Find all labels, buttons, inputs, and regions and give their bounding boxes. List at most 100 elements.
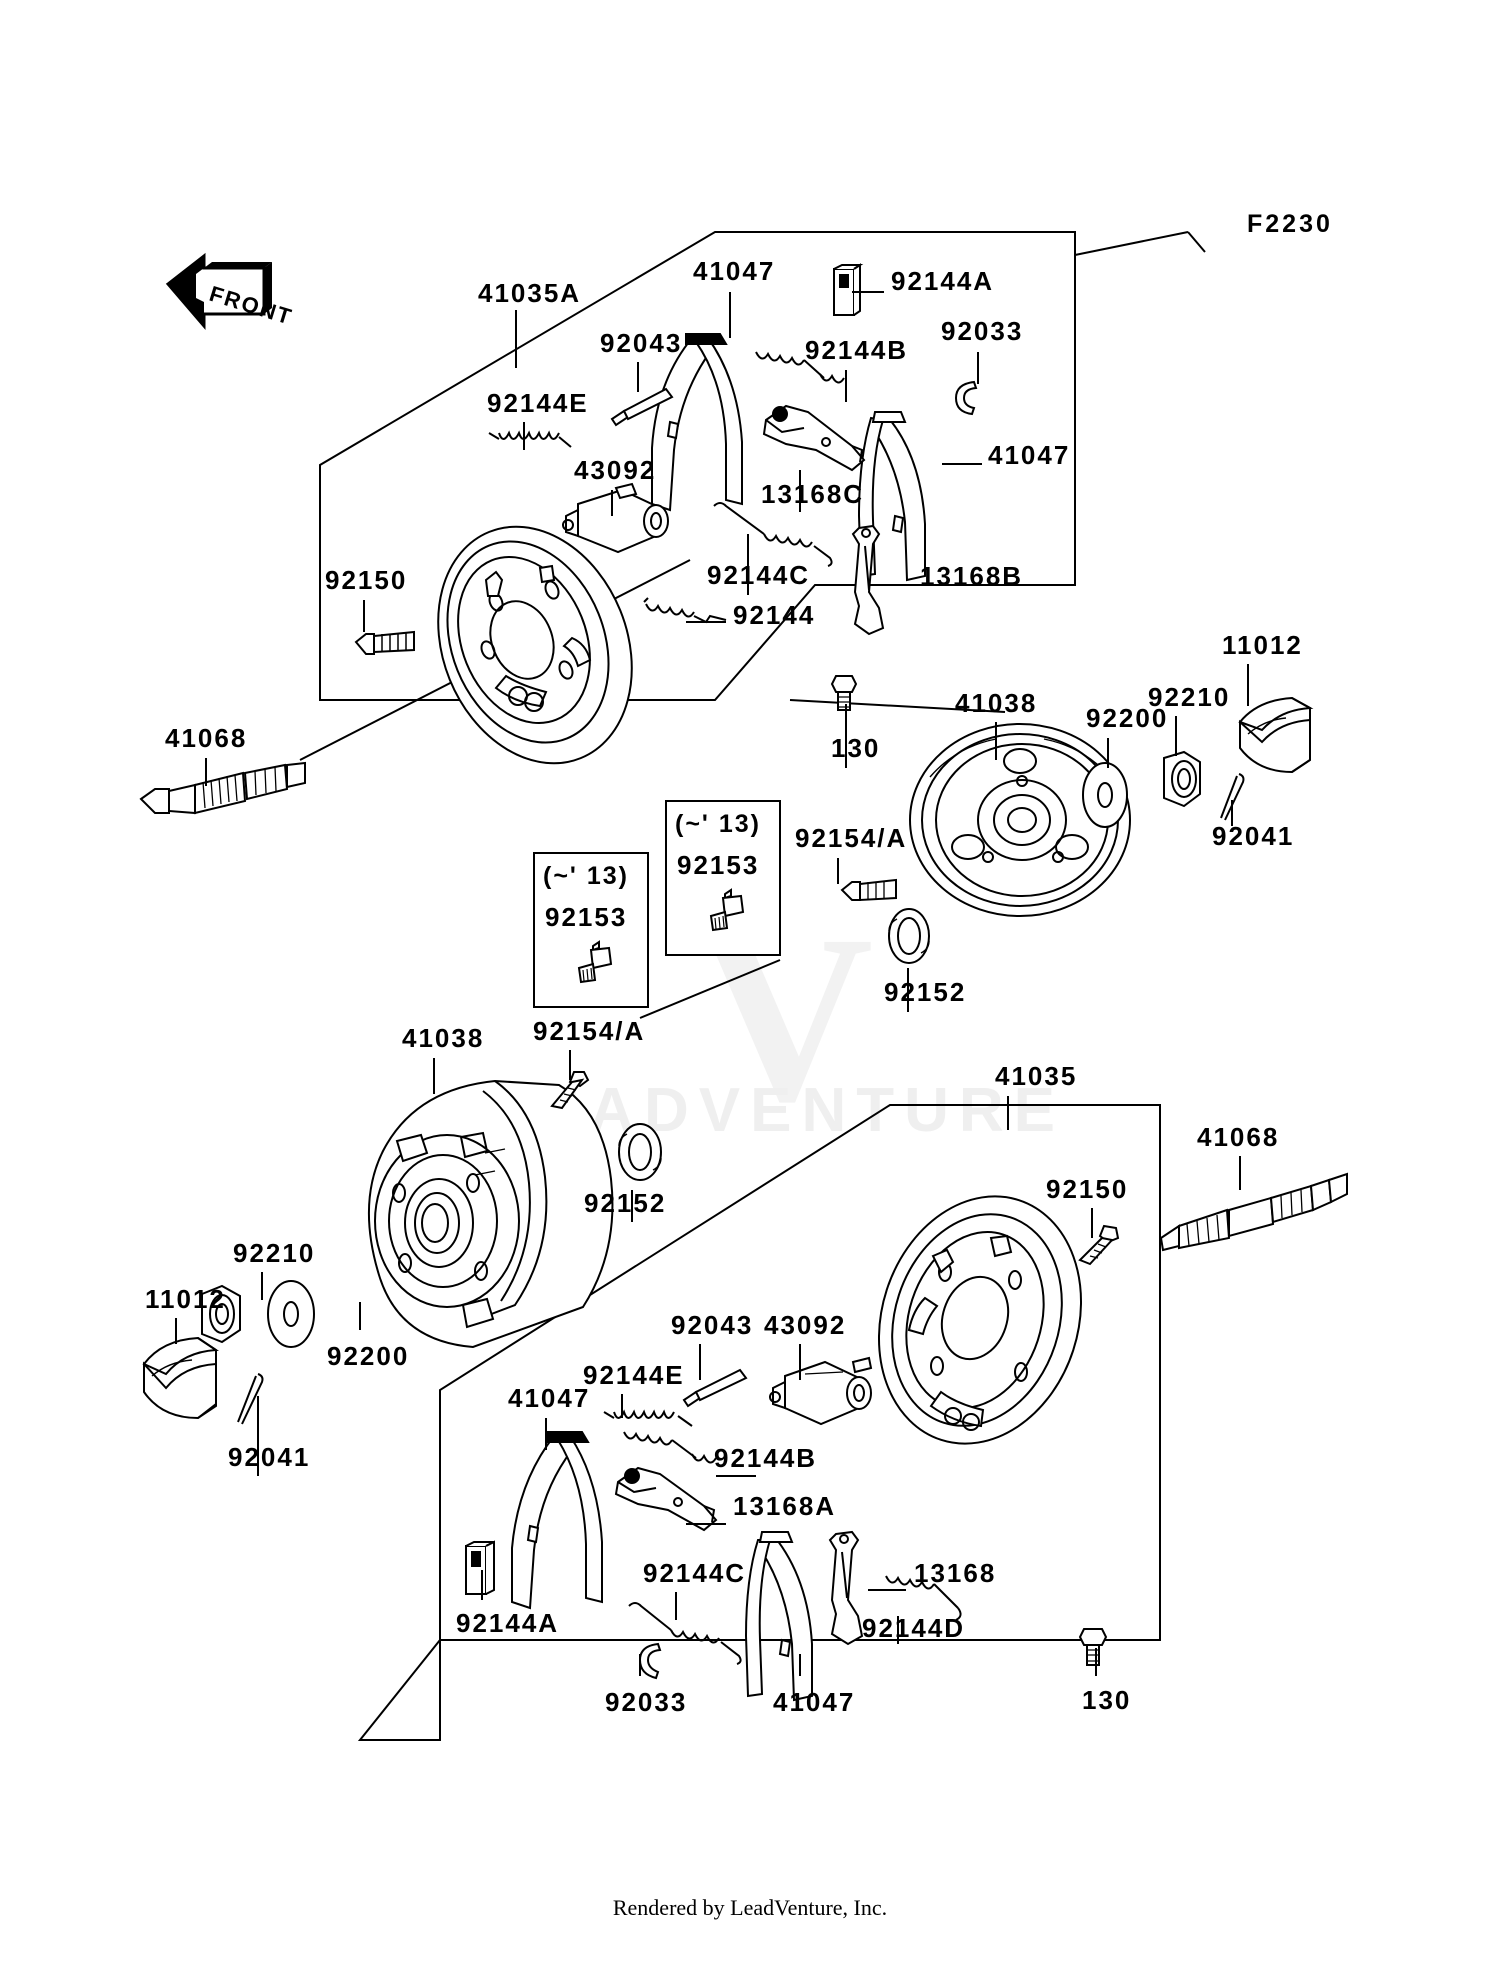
bolt-92154a-upper [840, 878, 897, 902]
label-92154A-lower: 92154/A [533, 1016, 646, 1046]
bolt-92043-lower [682, 1368, 748, 1408]
bolt-92150-lower [1078, 1224, 1120, 1266]
label-92144A-upper: 92144A [891, 266, 995, 296]
label-41068-lower: 41068 [1197, 1122, 1280, 1152]
label-92152-lower: 92152 [584, 1188, 667, 1218]
label-92150-lower: 92150 [1046, 1174, 1129, 1204]
brake-shoe-lower-right [744, 1531, 813, 1702]
label-92144C-upper: 92144C [707, 560, 811, 590]
year-note-box-1: (~' 13) 92153 [533, 852, 649, 1008]
spring-92144e-lower [603, 1409, 693, 1427]
year-note-2-part: 92153 [677, 850, 760, 880]
label-92041-upper: 92041 [1212, 821, 1295, 851]
adjuster-strut-13168 [828, 1530, 864, 1646]
year-note-1-year: (~' 13) [543, 862, 629, 890]
spring-92144-upper [643, 597, 727, 624]
bearing-92152-lower [618, 1123, 662, 1181]
label-92144E-lower: 92144E [583, 1360, 685, 1390]
label-41047-upper-right: 41047 [988, 440, 1071, 470]
nut-92210-lower [201, 1284, 241, 1344]
label-13168B: 13168B [920, 561, 1024, 591]
label-92200-upper: 92200 [1086, 703, 1169, 733]
label-92144E-upper: 92144E [487, 388, 589, 418]
label-92033-upper: 92033 [941, 316, 1024, 346]
adjuster-strut-13168b [851, 524, 885, 636]
label-41038-upper: 41038 [955, 688, 1038, 718]
washer-92200-lower [267, 1280, 315, 1348]
cap-11012-upper [1238, 696, 1314, 774]
label-13168A: 13168A [733, 1491, 837, 1521]
label-11012-lower: 11012 [145, 1284, 226, 1314]
label-41047-lower-left: 41047 [508, 1383, 591, 1413]
diagram-code: F2230 [1247, 210, 1333, 238]
clip-92144a-upper [833, 263, 864, 316]
bolt-92043-upper [610, 387, 674, 427]
cap-11012-lower [142, 1336, 220, 1420]
spring-92144e-upper [488, 430, 572, 448]
axle-shaft-lower [1159, 1172, 1348, 1252]
brake-backing-plate-upper [437, 525, 633, 765]
spring-92144b-lower [623, 1431, 717, 1464]
cotter-pin-92041-lower [237, 1373, 264, 1425]
label-92033-lower: 92033 [605, 1687, 688, 1717]
clip-92144a-lower [465, 1540, 495, 1595]
brake-drum-lower-left [368, 1079, 614, 1349]
label-13168C: 13168C [761, 479, 865, 509]
label-92043-upper: 92043 [600, 328, 683, 358]
label-92041-lower: 92041 [228, 1442, 311, 1472]
spring-92144c-upper [713, 502, 833, 567]
label-92200-lower: 92200 [327, 1341, 410, 1371]
label-92152-upper: 92152 [884, 977, 967, 1007]
bolt-92153-icon-1 [577, 940, 613, 984]
spring-92144b-upper [755, 351, 845, 384]
brake-drum-upper-right [909, 723, 1131, 917]
label-92144A-lower: 92144A [456, 1608, 560, 1638]
label-41038-lower: 41038 [402, 1023, 485, 1053]
front-direction-badge: FRONT [160, 242, 296, 332]
label-43092-upper: 43092 [574, 455, 657, 485]
label-41047-lower-right: 41047 [773, 1687, 856, 1717]
wheel-cylinder-upper [562, 482, 669, 554]
spring-92144d-lower [885, 1575, 962, 1621]
year-note-box-2: (~' 13) 92153 [665, 800, 781, 956]
nut-92210-upper [1163, 750, 1201, 808]
label-92150-upper: 92150 [325, 565, 408, 595]
bolt-92150-upper [354, 630, 415, 655]
label-92144C-lower: 92144C [643, 1558, 747, 1588]
bolt-92154a-lower [550, 1071, 590, 1110]
brake-backing-plate-lower [877, 1195, 1083, 1445]
brake-shoe-upper-left [651, 333, 743, 512]
bearing-92152-upper [888, 908, 930, 964]
axle-shaft-upper [139, 761, 306, 815]
label-92144B-upper: 92144B [805, 335, 909, 365]
spring-92144c-lower [628, 1602, 742, 1665]
label-92210-upper: 92210 [1148, 682, 1231, 712]
label-92043-lower: 92043 [671, 1310, 754, 1340]
washer-92200-upper [1082, 762, 1128, 828]
adjuster-lever-13168c [762, 404, 866, 472]
year-note-1-part: 92153 [545, 902, 628, 932]
label-130-upper: 130 [831, 733, 881, 763]
label-41035A-upper: 41035A [478, 278, 582, 308]
label-11012-upper: 11012 [1222, 630, 1303, 660]
label-41035-lower: 41035 [995, 1061, 1078, 1091]
label-13168: 13168 [914, 1558, 997, 1588]
label-92144D: 92144D [862, 1613, 966, 1643]
brake-shoe-lower-left [511, 1431, 603, 1610]
label-43092-lower: 43092 [764, 1310, 847, 1340]
label-92144-upper: 92144 [733, 600, 816, 630]
wheel-cylinder-lower [769, 1356, 873, 1426]
cotter-pin-92041-upper [1220, 773, 1245, 821]
bolt-92153-icon-2 [709, 888, 745, 932]
label-41047-upper-left: 41047 [693, 256, 776, 286]
clip-92033-lower [638, 1642, 662, 1680]
label-41068-upper: 41068 [165, 723, 248, 753]
year-note-2-year: (~' 13) [675, 810, 761, 838]
label-130-lower: 130 [1082, 1685, 1132, 1715]
label-92154A-upper: 92154/A [795, 823, 908, 853]
clip-92033-upper [954, 380, 978, 416]
label-92144B-lower: 92144B [714, 1443, 818, 1473]
